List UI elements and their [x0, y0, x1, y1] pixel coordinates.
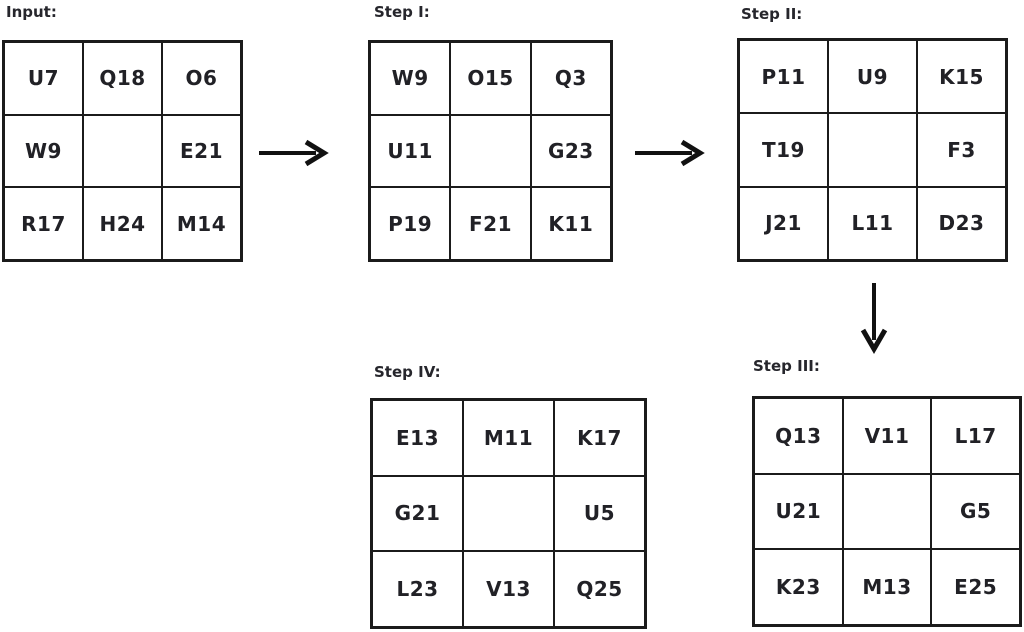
grid-cell: U21 — [755, 474, 842, 549]
grid-cell-empty — [84, 115, 161, 187]
grid-cell: E21 — [163, 115, 240, 187]
grid-cell: U5 — [555, 476, 644, 551]
grid-cell: H24 — [84, 188, 161, 259]
grid-cell: Q13 — [755, 399, 842, 473]
grid-cell: J21 — [740, 187, 827, 259]
step2-label: Step II: — [741, 5, 803, 23]
step3-grid: Q13 V11 L17 U21 G5 K23 M13 E25 — [752, 396, 1022, 627]
grid-cell-empty — [843, 474, 931, 549]
grid-cell: Q3 — [531, 43, 610, 114]
grid-cell: M13 — [843, 550, 931, 624]
grid-cell: G21 — [373, 476, 462, 551]
grid-cell: W9 — [371, 43, 450, 114]
grid-cell: G23 — [531, 115, 610, 187]
grid-cell: D23 — [918, 187, 1005, 259]
grid-cell: K17 — [555, 401, 644, 475]
grid-cell: P19 — [371, 188, 450, 259]
grid-cell: U9 — [829, 41, 916, 113]
arrow-right-icon — [256, 136, 332, 170]
step2-grid: P11 U9 K15 T19 F3 J21 L11 D23 — [737, 38, 1008, 262]
grid-cell: V13 — [464, 552, 553, 626]
grid-cell-empty — [464, 476, 553, 551]
grid-cell: L11 — [829, 187, 916, 259]
grid-cell: Q18 — [84, 43, 161, 114]
step3-label: Step III: — [753, 357, 820, 375]
input-grid: U7 Q18 O6 W9 E21 R17 H24 M14 — [2, 40, 243, 262]
input-label: Input: — [6, 3, 57, 21]
step1-label: Step I: — [374, 3, 430, 21]
grid-cell: V11 — [843, 399, 931, 473]
grid-cell: M14 — [163, 188, 240, 259]
grid-cell-empty — [451, 115, 530, 187]
grid-cell: E25 — [932, 550, 1019, 624]
grid-cell-empty — [829, 114, 916, 186]
grid-cell: O6 — [163, 43, 240, 114]
grid-cell: U7 — [5, 43, 82, 114]
grid-cell: T19 — [740, 114, 827, 186]
arrow-right-icon — [632, 136, 708, 170]
arrow-down-icon — [855, 280, 895, 358]
grid-cell: K11 — [531, 188, 610, 259]
grid-cell: P11 — [740, 41, 827, 113]
step1-grid: W9 O15 Q3 U11 G23 P19 F21 K11 — [368, 40, 613, 262]
step4-grid: E13 M11 K17 G21 U5 L23 V13 Q25 — [370, 398, 647, 629]
grid-cell: W9 — [5, 115, 82, 187]
grid-cell: F21 — [451, 188, 530, 259]
grid-cell: R17 — [5, 188, 82, 259]
grid-cell: F3 — [918, 114, 1005, 186]
grid-cell: K23 — [755, 550, 842, 624]
grid-cell: M11 — [464, 401, 553, 475]
grid-cell: Q25 — [555, 552, 644, 626]
grid-cell: O15 — [451, 43, 530, 114]
grid-cell: L17 — [932, 399, 1019, 473]
grid-cell: K15 — [918, 41, 1005, 113]
grid-cell: L23 — [373, 552, 462, 626]
step4-label: Step IV: — [374, 363, 441, 381]
grid-cell: E13 — [373, 401, 462, 475]
grid-cell: G5 — [932, 474, 1019, 549]
grid-cell: U11 — [371, 115, 450, 187]
